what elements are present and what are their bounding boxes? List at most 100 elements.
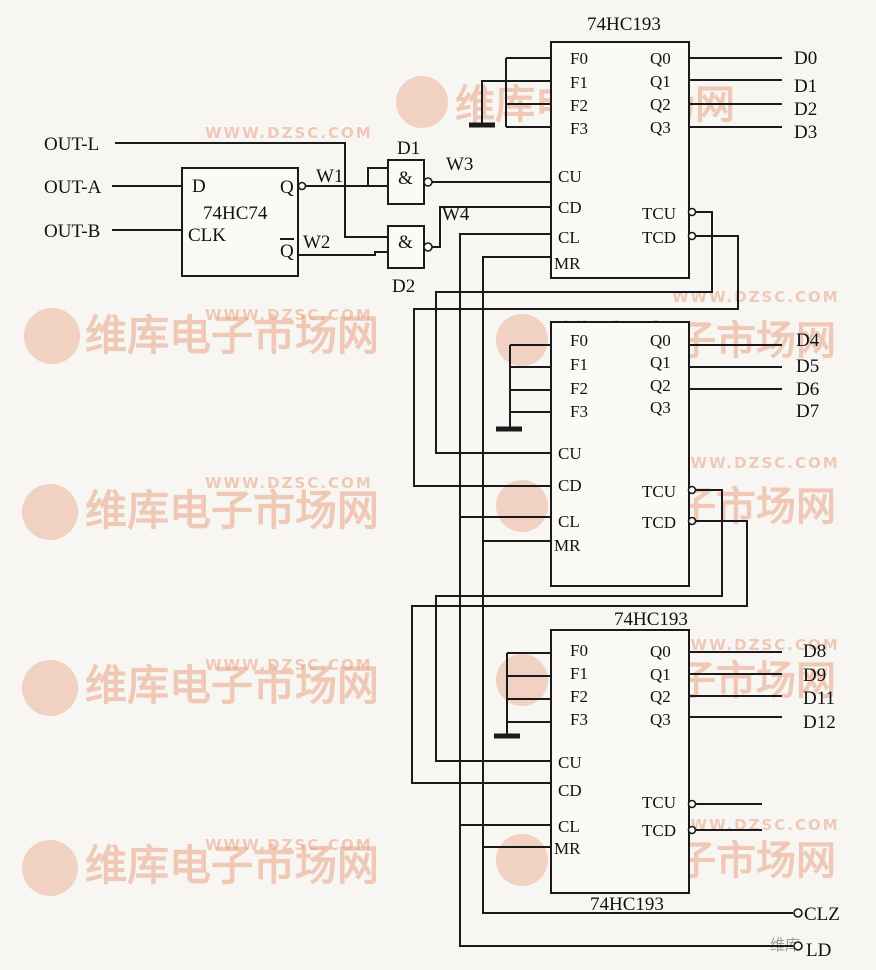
gate-d2-symbol: & [398,232,413,253]
out-d4: D4 [796,330,820,351]
ff-pin-qbar: Q [280,241,294,262]
wire-w2 [298,251,388,256]
ff-name: 74HC74 [203,203,268,224]
c2-tcd-bubble [687,516,697,526]
counter-1: 74HC193 F0 F1 F2 F3 CU CD CL MR Q0 Q1 Q2… [550,14,697,279]
watermark-url: WWW.DZSC.COM [672,816,840,834]
terminal-clz-icon [793,908,803,918]
ff-pin-clk: CLK [188,225,226,246]
c3-tcd-bubble [687,825,697,835]
wire-w1 [306,167,388,187]
c1-pin-q1: Q1 [650,72,671,91]
label-w4: W4 [442,204,470,225]
watermark-brand: 维库电子市场网 [85,841,379,890]
c3-pin-cu: CU [558,753,582,772]
counter-3: 74HC193 F0 F1 F2 F3 CU CD CL MR Q0 Q1 Q2… [550,609,697,915]
watermark-url: WWW.DZSC.COM [205,124,373,142]
c3-pin-mr: MR [554,839,581,858]
out-d0: D0 [794,48,817,69]
counter-1-name: 74HC193 [587,14,661,35]
label-ld: LD [806,940,831,961]
c3-tcu-bubble [687,799,697,809]
wire-c1-tcu-c2-cu [435,211,713,454]
c2-pin-cd: CD [558,476,582,495]
watermark-group: 维库电子市场网 WWW.DZSC.COM 维库电子市场网 WWW.DZSC.CO… [22,76,840,954]
c2-pin-q2: Q2 [650,376,671,395]
c2-pin-q0: Q0 [650,331,671,350]
label-d2: D2 [392,276,415,297]
c2-pin-q3: Q3 [650,398,671,417]
c3-pin-f0: F0 [570,641,588,660]
c3-pin-f2: F2 [570,687,588,706]
c2-pin-f3: F3 [570,402,588,421]
ff-pin-q: Q [280,177,294,198]
label-out-l: OUT-L [44,134,99,155]
label-out-b: OUT-B [44,221,100,242]
c3-pin-tcu: TCU [642,793,676,812]
watermark-4: 维库电子市场网 WWW.DZSC.COM [22,474,379,540]
c1-pin-q3: Q3 [650,118,671,137]
c1-pin-q0: Q0 [650,49,671,68]
counter-2: F0 F1 F2 F3 CU CD CL MR Q0 Q1 Q2 Q3 TCU … [550,321,697,587]
c3-pin-f3: F3 [570,710,588,729]
wire-w4 [432,206,551,248]
watermark-url: WWW.DZSC.COM [205,656,373,674]
watermark-8: 维库电子市场网 WWW.DZSC.COM [22,836,379,896]
gate-d1-symbol: & [398,168,413,189]
out-d1: D1 [794,76,817,97]
watermark-brand: 维库电子市场网 [85,311,379,360]
terminal-ld-icon [793,941,803,951]
ff-pin-d: D [192,176,206,197]
ff-q-bubble [297,181,307,191]
c2-pin-cu: CU [558,444,582,463]
gate-d1: & D1 [387,138,433,205]
c2-pin-tcu: TCU [642,482,676,501]
watermark-2: 维库电子市场网 WWW.DZSC.COM [24,306,379,364]
out-d2: D2 [794,99,817,120]
c1-tcd-bubble [687,231,697,241]
counter-3-bottom-name: 74HC193 [590,894,664,915]
wire-mr-bus-clz [482,256,793,914]
c2-pin-cl: CL [558,512,580,531]
c1-pin-q2: Q2 [650,95,671,114]
label-w2: W2 [303,232,330,253]
watermark-brand: 维库电子市场网 [85,661,379,710]
flipflop-74hc74: D 74HC74 CLK Q Q [181,167,307,277]
label-out-a: OUT-A [44,177,102,198]
c1-pin-f3: F3 [570,119,588,138]
out-d5: D5 [796,356,819,377]
c1-pin-f0: F0 [570,49,588,68]
c3-pin-cl: CL [558,817,580,836]
out-d3: D3 [794,122,817,143]
c3-pin-q1: Q1 [650,665,671,684]
watermark-6: 维库电子市场网 WWW.DZSC.COM [22,656,379,716]
watermark-brand: 维库电子市场网 [85,486,379,535]
c2-pin-f2: F2 [570,379,588,398]
c3-pin-f1: F1 [570,664,588,683]
c1-pin-cu: CU [558,167,582,186]
gate-d2-bubble [423,242,433,252]
c1-pin-f2: F2 [570,96,588,115]
c3-pin-q3: Q3 [650,710,671,729]
out-d7: D7 [796,401,819,422]
watermark-url: WWW.DZSC.COM [205,474,373,492]
wire-c1-tcd-c2-cd [413,235,739,487]
c1-pin-tcd: TCD [642,228,676,247]
label-w1: W1 [316,166,343,187]
c1-gnd-wire [481,80,506,124]
c2-pin-f1: F1 [570,355,588,374]
out-d6: D6 [796,379,819,400]
label-w3: W3 [446,154,473,175]
out-d11: D11 [803,688,835,709]
watermark-url: WWW.DZSC.COM [672,288,840,306]
out-d8: D8 [803,641,826,662]
c2-pin-mr: MR [554,536,581,555]
c1-pin-cl: CL [558,228,580,247]
gate-d1-bubble [423,177,433,187]
c1-pin-tcu: TCU [642,204,676,223]
c2-pin-f0: F0 [570,331,588,350]
label-d1: D1 [397,138,420,159]
c2-tcu-bubble [687,485,697,495]
